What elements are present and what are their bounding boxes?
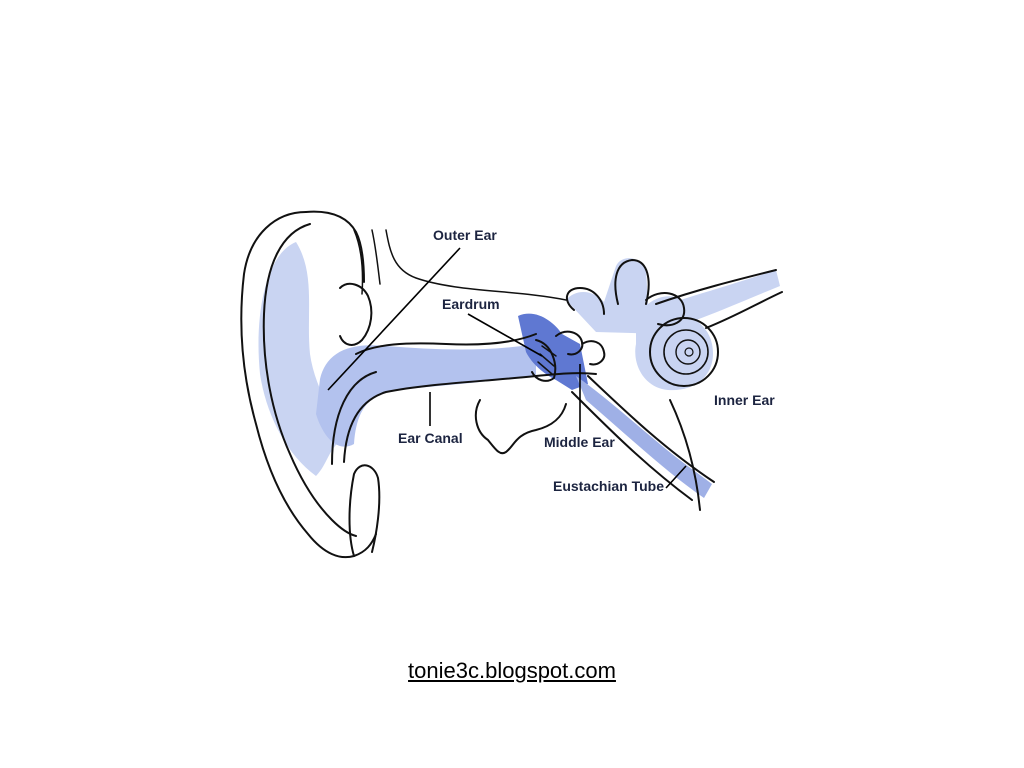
ear-canal-fill	[316, 344, 536, 447]
ear-anatomy-illustration: Outer Ear Eardrum Inner Ear Ear Canal Mi…	[240, 210, 783, 559]
label-outer-ear: Outer Ear	[433, 227, 497, 243]
cochlea-middle	[663, 329, 709, 375]
antihelix	[339, 282, 373, 346]
eustachian-tube-leader	[665, 465, 687, 489]
helix-inner	[262, 223, 357, 537]
label-middle-ear: Middle Ear	[544, 434, 615, 450]
cochlea-outer	[649, 317, 719, 387]
outer-ear-leader	[327, 247, 461, 391]
ear-canal-lower-wall	[343, 372, 597, 463]
semicircular-canal-2	[565, 287, 605, 315]
source-link[interactable]: tonie3c.blogspot.com	[408, 658, 616, 683]
eardrum-membrane	[531, 339, 557, 382]
eustachian-tube-fill	[576, 376, 712, 498]
middle-ear-fill	[518, 313, 588, 390]
eustachian-tube-lower	[571, 391, 693, 501]
eardrum-rays	[537, 345, 557, 375]
ossicles	[555, 330, 606, 366]
semicircular-canal-3	[645, 292, 686, 327]
cochlea-core	[684, 347, 694, 357]
eardrum-leader	[467, 313, 543, 357]
scalp-line-1	[353, 229, 364, 295]
eustachian-tube-upper	[587, 375, 715, 483]
label-inner-ear: Inner Ear	[714, 392, 775, 408]
label-eustachian-tube: Eustachian Tube	[553, 478, 664, 494]
helix-outer-rim	[305, 210, 365, 283]
nerve-fill	[646, 270, 780, 332]
auditory-nerve-upper	[655, 269, 777, 305]
semicircular-canal-1	[614, 259, 650, 305]
scalp-line-2	[371, 229, 381, 285]
auditory-nerve-lower	[705, 291, 783, 329]
cochlea-inner	[675, 339, 701, 365]
lobule-notch	[348, 464, 381, 557]
ear-canal-outer-wall	[331, 371, 377, 465]
scalp-line-3	[385, 229, 567, 301]
label-ear-canal: Ear Canal	[398, 430, 463, 446]
label-eardrum: Eardrum	[442, 296, 500, 312]
head-contour-right	[669, 399, 701, 511]
ear-anatomy-diagram: Outer Ear Eardrum Inner Ear Ear Canal Mi…	[236, 204, 788, 566]
temporal-bone-contour	[474, 399, 567, 455]
